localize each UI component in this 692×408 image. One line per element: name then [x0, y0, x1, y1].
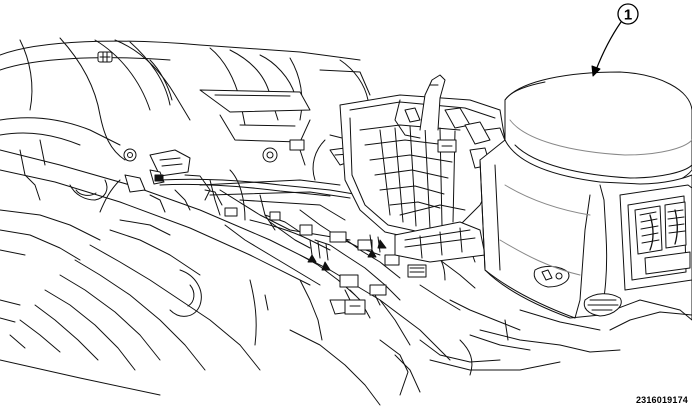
- lower-floor: [379, 309, 621, 396]
- shifter-assembly: [339, 74, 509, 263]
- callout-circle: [617, 3, 639, 25]
- callout-arrowhead: [591, 65, 601, 77]
- center-console: [479, 71, 692, 331]
- callout-number: 1: [624, 7, 632, 24]
- figure-number: 2316019174: [635, 395, 688, 405]
- dashboard-area: [0, 37, 371, 177]
- callout-1: 1: [591, 3, 639, 77]
- wiring-harness: [99, 134, 476, 315]
- callout-leader-line: [595, 21, 622, 71]
